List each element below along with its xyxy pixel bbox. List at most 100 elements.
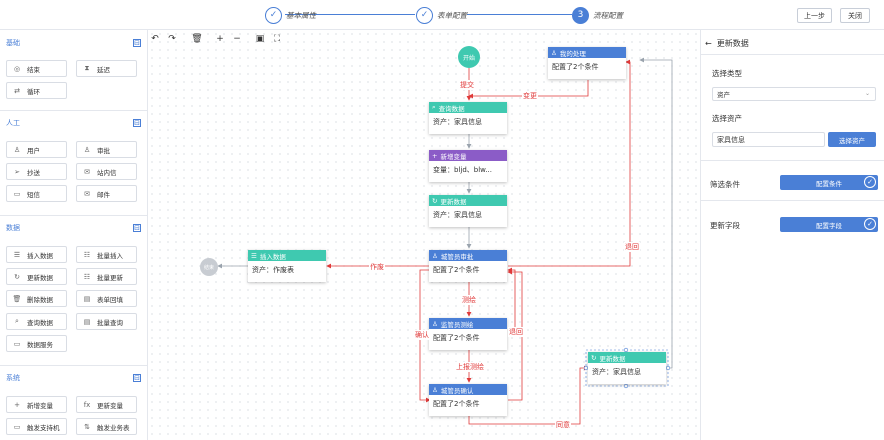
palette-item-form-fill[interactable]: ▤表单回填 (76, 290, 137, 307)
monitor-icon: ▭ (13, 339, 21, 348)
palette-item-batch-insert[interactable]: ☷批量插入 (76, 246, 137, 263)
fx-icon: fx (83, 400, 91, 409)
trash-icon[interactable]: 🗑 (191, 34, 203, 44)
palette-item-cc[interactable]: ➢抄送 (6, 163, 67, 180)
palette-item-message[interactable]: ✉站内信 (76, 163, 137, 180)
collapse-icon[interactable]: ⊟ (133, 224, 141, 232)
zoom-out-icon[interactable]: − (233, 34, 241, 44)
step-form[interactable]: ✓ 表单配置 (416, 5, 467, 25)
node-supervisor-survey[interactable]: ♙监管员测绘 配置了2个条件 (429, 318, 507, 350)
prev-step-button[interactable]: 上一步 (797, 8, 832, 23)
palette-item-trigger-support[interactable]: ▭触发支持机 (6, 418, 67, 435)
select-type-label: 选择类型 (712, 69, 742, 78)
step-basic[interactable]: ✓ 基本属性 (265, 5, 316, 25)
edge-label-back[interactable]: 退回 (508, 327, 524, 337)
divider (0, 365, 148, 366)
edge-label-survey[interactable]: 测绘 (461, 295, 477, 305)
end-circle-icon: ◎ (13, 64, 21, 73)
insert-icon: ☰ (13, 250, 21, 259)
trigger-icon: ▭ (13, 422, 21, 431)
filter-label: 筛选条件 (710, 180, 740, 189)
end-node[interactable]: 结束 (200, 258, 218, 276)
check-icon: ✓ (416, 6, 433, 24)
node-my-process[interactable]: ♙我的处理 配置了2个条件 (548, 47, 626, 79)
mail-icon: ✉ (84, 189, 90, 198)
palette-item-delay[interactable]: ⧗延迟 (76, 60, 137, 77)
palette-item-batch-query[interactable]: ▤批量查询 (76, 313, 137, 330)
canvas-toolbar: ↶ ↷ 🗑 + − ▣ ⛶ (150, 32, 289, 46)
section-title-basic: 基础 (6, 39, 20, 47)
node-city-confirm[interactable]: ♙城管员确认 配置了2个条件 (429, 384, 507, 416)
edge-back2 (507, 267, 516, 332)
panel-title: 更新数据 (716, 39, 749, 48)
edge-label-agree[interactable]: 同意 (555, 420, 571, 430)
palette-item-new-var[interactable]: +新增变量 (6, 396, 67, 413)
undo-icon[interactable]: ↶ (151, 34, 159, 44)
edge-update2-my (639, 57, 673, 369)
node-update-data[interactable]: ↻更新数据 资产：家具信息 (429, 195, 507, 227)
close-button[interactable]: 关闭 (840, 8, 870, 23)
search-icon: ⌕ (15, 317, 19, 325)
palette-item-mail[interactable]: ✉邮件 (76, 185, 137, 202)
edge-label-submit[interactable]: 提交 (459, 80, 475, 90)
divider (0, 215, 148, 216)
zoom-in-icon[interactable]: + (216, 34, 224, 44)
save-icon[interactable]: ▣ (255, 34, 265, 44)
node-city-approve[interactable]: ♙城管员审批 配置了2个条件 (429, 250, 507, 282)
step-label: 表单配置 (437, 10, 467, 20)
fullscreen-icon[interactable]: ⛶ (273, 34, 281, 44)
edge-label-change[interactable]: 变更 (522, 91, 538, 101)
palette-item-sms[interactable]: ▭短信 (6, 185, 67, 202)
collapse-icon[interactable]: ⊟ (133, 374, 141, 382)
step-flow[interactable]: 3 流程配置 (572, 5, 623, 25)
node-new-variable[interactable]: +新增变量 变量：bljd、blw... (429, 150, 507, 182)
approve-icon: ♙ (83, 145, 91, 154)
palette-item-user[interactable]: ♙用户 (6, 141, 67, 158)
redo-icon[interactable]: ↷ (168, 34, 176, 44)
collapse-icon[interactable]: ⊟ (133, 39, 141, 47)
refresh-icon: ↻ (14, 272, 20, 281)
batch-query-icon: ▤ (83, 317, 91, 326)
palette-item-batch-update[interactable]: ☷批量更新 (76, 268, 137, 285)
palette-item-end[interactable]: ◎结束 (6, 60, 67, 77)
type-select[interactable]: 资产⌄ (712, 87, 876, 101)
asset-input[interactable]: 家具信息 (712, 132, 825, 147)
config-fields-button[interactable]: 配置字段 (780, 217, 878, 232)
edge-label-report[interactable]: 上报测绘 (455, 362, 485, 372)
hourglass-icon: ⧗ (84, 64, 90, 72)
send-icon: ➢ (14, 167, 20, 176)
palette-item-query[interactable]: ⌕查询数据 (6, 313, 67, 330)
edge-agree (468, 365, 589, 425)
edge-back1 (508, 59, 631, 267)
refresh-icon: ↻ (591, 353, 597, 362)
palette-item-delete[interactable]: 🗑删除数据 (6, 290, 67, 307)
node-query-data[interactable]: ⌕查询数据 资产：家具信息 (429, 102, 507, 134)
step-connector (467, 14, 572, 15)
check-icon: ✓ (265, 6, 282, 24)
plus-icon: + (14, 400, 20, 409)
palette-item-update[interactable]: ↻更新数据 (6, 268, 67, 285)
collapse-icon[interactable]: ⊟ (133, 119, 141, 127)
divider (0, 110, 148, 111)
chat-icon: ✉ (84, 167, 90, 176)
node-insert-data[interactable]: ☰插入数据 资产：作废表 (248, 250, 326, 282)
select-asset-button[interactable]: 选择资产 (828, 132, 876, 147)
edge-label-confirm[interactable]: 确认 (414, 330, 430, 340)
divider (701, 160, 884, 161)
palette-item-approve[interactable]: ♙审批 (76, 141, 137, 158)
back-arrow-icon[interactable]: ← (705, 39, 712, 48)
trash-icon: 🗑 (12, 294, 22, 303)
user-icon: ♙ (432, 251, 438, 260)
palette-item-insert[interactable]: ☰插入数据 (6, 246, 67, 263)
config-condition-button[interactable]: 配置条件 (780, 175, 878, 190)
palette-item-trigger-business[interactable]: ⇅触发业务表 (76, 418, 137, 435)
palette-item-data-service[interactable]: ▭数据服务 (6, 335, 67, 352)
node-update-data-selected[interactable]: ↻更新数据 资产：家具信息 (588, 352, 666, 384)
start-node[interactable]: 开始 (458, 46, 480, 68)
edge-label-back[interactable]: 退回 (624, 242, 640, 252)
palette-item-loop[interactable]: ⇄循环 (6, 82, 67, 99)
edge-label-void[interactable]: 作废 (369, 262, 385, 272)
header: ✓ 基本属性 ✓ 表单配置 3 流程配置 上一步 关闭 (0, 0, 884, 30)
batch-update-icon: ☷ (83, 272, 91, 281)
